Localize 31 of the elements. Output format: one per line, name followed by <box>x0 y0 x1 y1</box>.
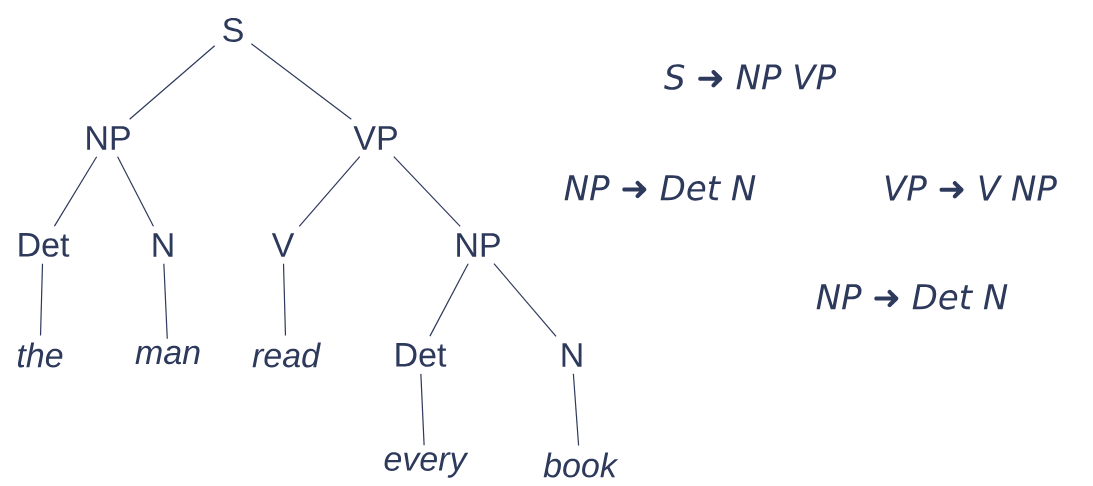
tree-branch <box>53 156 98 227</box>
tree-branch <box>493 263 557 337</box>
category-label: NP <box>87 126 130 150</box>
category-label: NP <box>457 233 500 257</box>
word-label: man <box>135 345 200 365</box>
tree-branch <box>393 156 461 227</box>
category-label: S <box>223 17 243 43</box>
rule-text: NP ➜ Det N <box>816 284 1008 310</box>
rule-text: VP ➜ V NP <box>885 175 1057 201</box>
word-label: every <box>384 452 469 478</box>
tree-branch <box>129 45 216 120</box>
rule-text: NP ➜ Det N <box>564 175 756 201</box>
category-label: Det <box>396 343 447 367</box>
category-label: Det <box>19 233 70 257</box>
category-label: VP <box>353 126 397 150</box>
word-label: the <box>17 342 63 368</box>
category-label: N <box>562 343 582 367</box>
tree-branch <box>117 156 154 227</box>
category-label: V <box>271 233 295 257</box>
tree-branch <box>298 156 361 227</box>
word-label: read <box>252 342 321 368</box>
rule-text: S ➜ NP VP <box>664 64 836 90</box>
tree-branch <box>282 263 287 337</box>
tree-branch <box>39 263 44 337</box>
tree-branch <box>163 263 168 340</box>
tree-branch <box>572 373 580 447</box>
tree-branch <box>429 263 469 337</box>
category-label: N <box>153 233 173 257</box>
tree-branch <box>250 43 352 120</box>
tree-branch <box>420 373 425 446</box>
word-label: book <box>543 452 619 478</box>
